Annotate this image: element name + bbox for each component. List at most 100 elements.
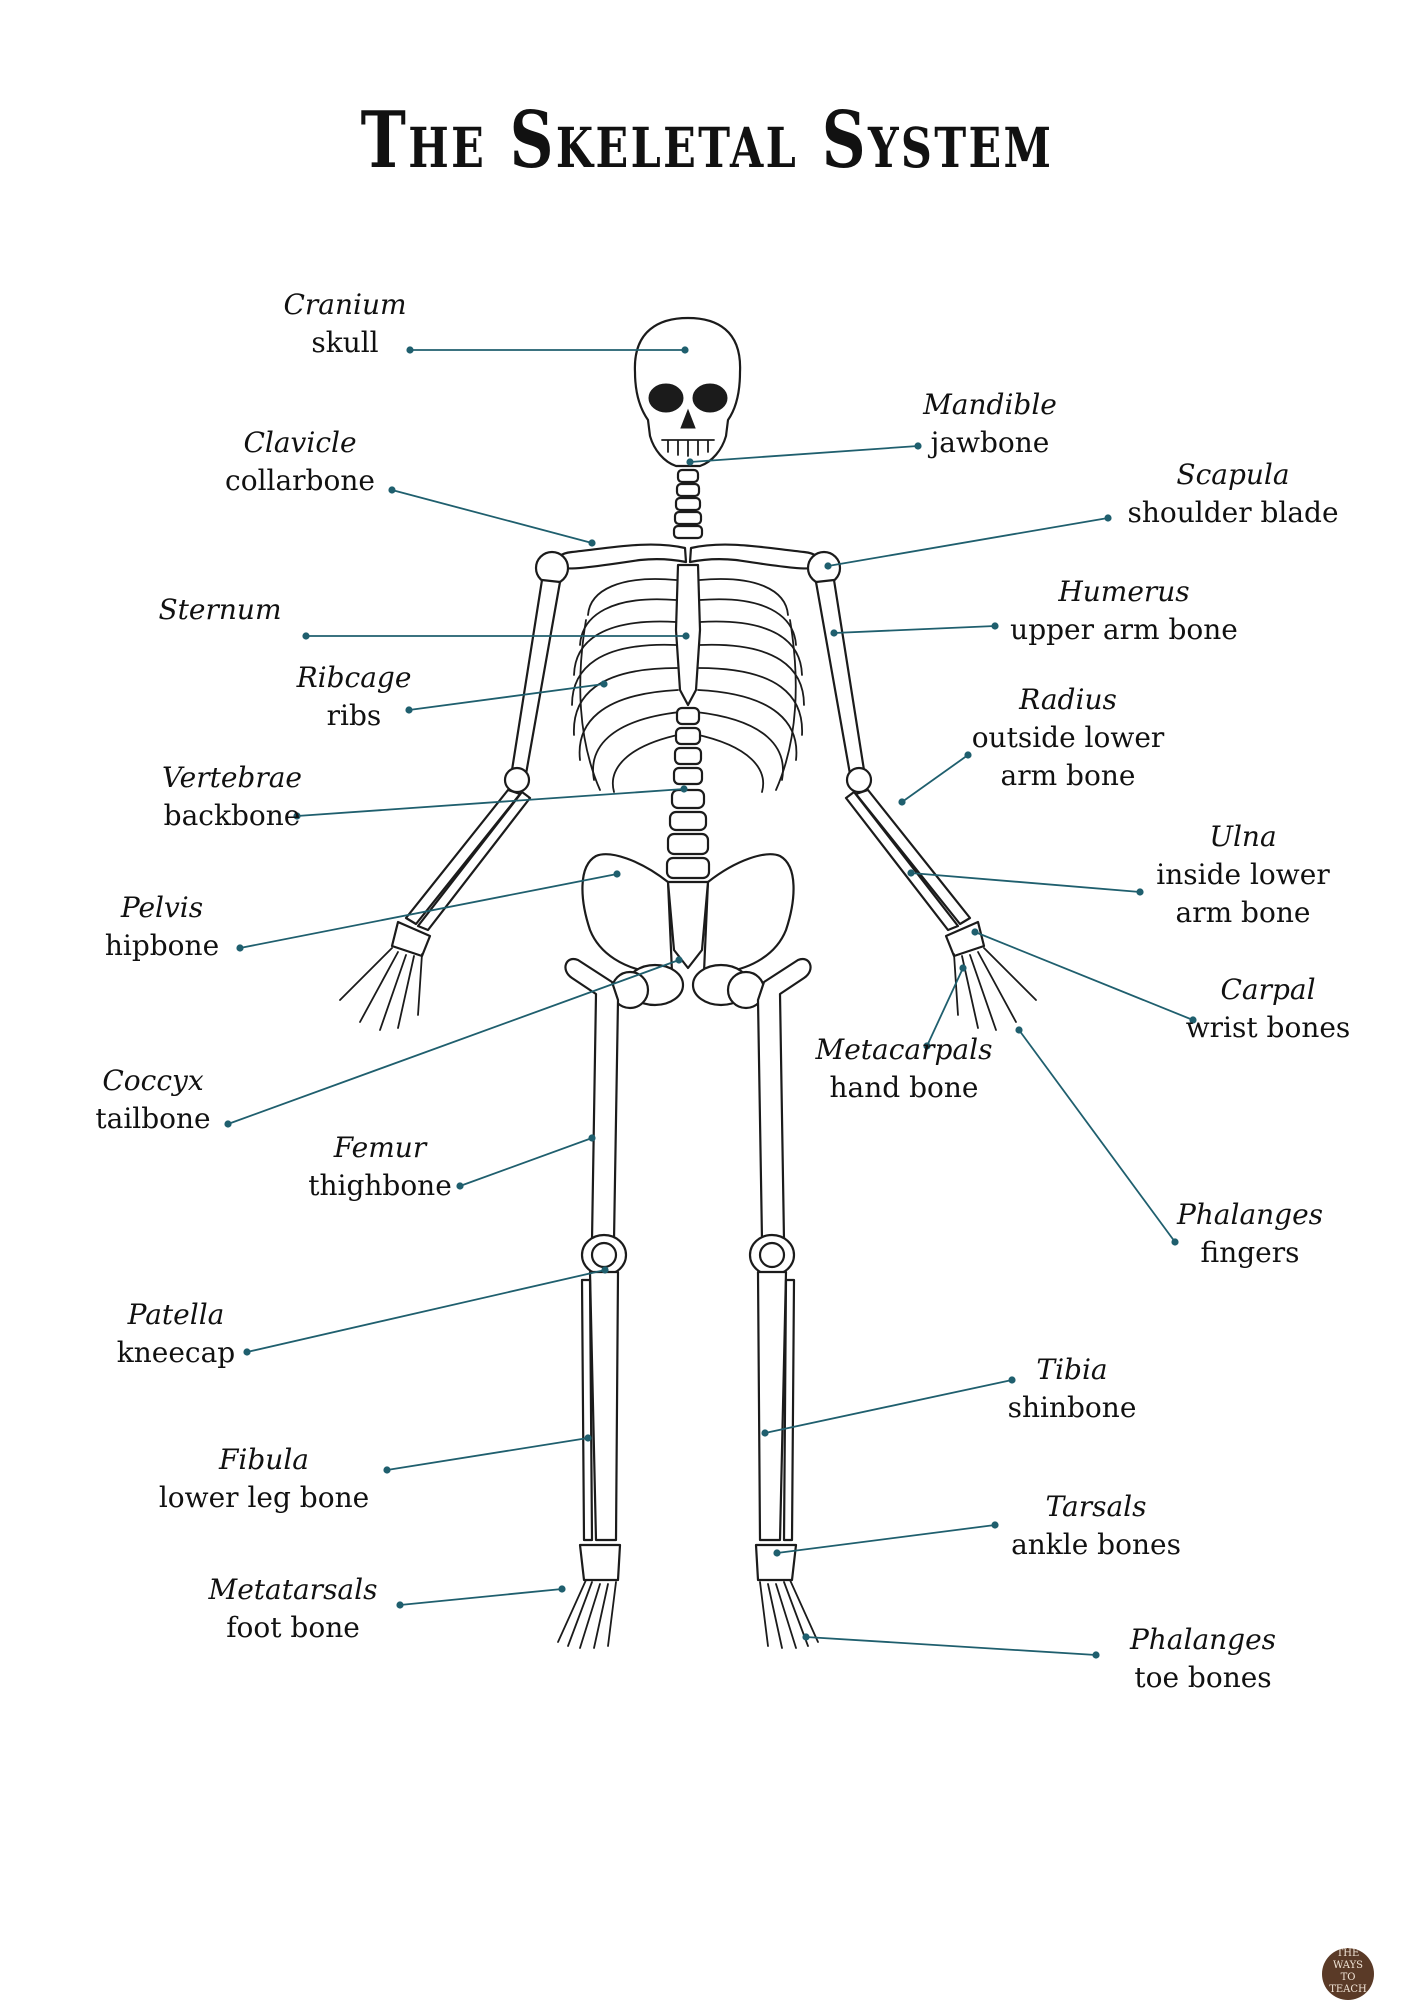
leader-pelvis [236,870,621,952]
leader-dot-target [682,632,690,640]
leader-femur [456,1134,596,1190]
leader-vertebrae [293,785,688,820]
leader-phalanges-fingers [1015,1026,1179,1246]
label-latin-name: Patella [127,1298,225,1331]
leader-patella [243,1266,609,1356]
leader-dot-target [824,562,832,570]
label-common-name: fingers [1200,1236,1300,1269]
leader-dot-target [773,1549,781,1557]
leader-line [408,683,605,711]
label-common-name: outside lower arm bone [971,721,1165,792]
label-latin-name: Femur [333,1131,427,1164]
label-common-name: collarbone [225,464,375,497]
label-common-name: lower leg bone [158,1481,370,1514]
right-leg [726,957,819,1649]
logo-text-4: TEACH [1329,1984,1367,1995]
logo-text-2: WAYS [1332,1960,1364,1971]
label-common-name: jawbone [930,426,1050,459]
label-common-name: ankle bones [1011,1528,1181,1561]
leader-dot-target [971,928,979,936]
label-common-name: wrist bones [1185,1011,1351,1044]
leader-radius [898,751,972,806]
cervical-spine [672,468,704,540]
label-latin-name: Metatarsals [208,1573,378,1606]
leader-line [399,1588,563,1606]
leader-phalanges-toes [802,1633,1100,1659]
leader-dot-target [681,346,689,354]
leader-coccyx [224,956,683,1128]
leader-dot-label [293,812,301,820]
leader-metatarsals [396,1585,566,1609]
label-latin-name: Pelvis [120,891,204,924]
label-common-name: skull [311,326,379,359]
leader-tibia [761,1376,1016,1437]
leader-dot-label [1092,1651,1100,1659]
leader-line [910,872,1141,893]
brand-logo: THE WAYS TO TEACH [1322,1948,1374,2000]
label-common-name: kneecap [116,1336,236,1369]
label-fibula: Fibula lower leg bone [114,1441,414,1517]
leader-dot-target [686,458,694,466]
label-common-name: thighbone [308,1169,452,1202]
leader-dot-label [991,1521,999,1529]
leader-dot-label [1171,1238,1179,1246]
label-latin-name: Scapula [1176,458,1290,491]
label-sternum: Sternum [70,591,370,629]
label-common-name: tailbone [95,1102,211,1135]
label-common-name: inside lower arm bone [1156,858,1330,929]
leader-dot-label [302,632,310,640]
label-latin-name: Humerus [1058,575,1190,608]
leader-scapula [824,514,1112,570]
leader-dot-label [406,346,414,354]
leader-dot-label [243,1348,251,1356]
label-common-name: ribs [326,699,382,732]
leader-fibula [383,1434,592,1474]
label-latin-name: Metacarpals [815,1033,993,1066]
leader-dot-label [1136,888,1144,896]
leader-dot-target [588,539,596,547]
leader-dot-label [456,1182,464,1190]
leader-ulna [907,869,1144,896]
label-latin-name: Vertebrae [162,761,302,794]
label-femur: Femur thighbone [230,1129,530,1205]
logo-text-3: TO [1340,1972,1356,1983]
label-clavicle: Clavicle collarbone [150,424,450,500]
leader-dot-target [600,680,608,688]
leader-line [827,517,1109,567]
leader-line [386,1437,589,1471]
label-common-name: foot bone [226,1611,360,1644]
leader-dot-label [388,486,396,494]
leader-lines [224,346,1197,1659]
skeleton-illustration [339,316,1037,1649]
label-latin-name: Sternum [158,593,282,626]
right-clavicle [688,543,823,570]
label-latin-name: Fibula [219,1443,309,1476]
label-latin-name: Clavicle [243,426,357,459]
leader-metacarpals [923,964,967,1050]
leader-dot-target [558,1585,566,1593]
label-common-name: hand bone [829,1071,979,1104]
leader-line [833,625,996,634]
leader-line [776,1524,996,1554]
label-patella: Patella kneecap [26,1296,326,1372]
label-metatarsals: Metatarsals foot bone [143,1571,443,1647]
leader-line [296,788,685,817]
leader-dot-target [588,1134,596,1142]
leader-dot-label [923,1042,931,1050]
skull [633,316,742,468]
leader-dot-label [1189,1016,1197,1024]
leader-dot-target [680,785,688,793]
label-latin-name: Ribcage [296,661,412,694]
leader-tarsals [773,1521,999,1557]
leader-dot-label [1008,1376,1016,1384]
label-metacarpals: Metacarpals hand bone [754,1031,1054,1107]
leader-dot-target [675,956,683,964]
label-common-name: shinbone [1007,1391,1137,1424]
